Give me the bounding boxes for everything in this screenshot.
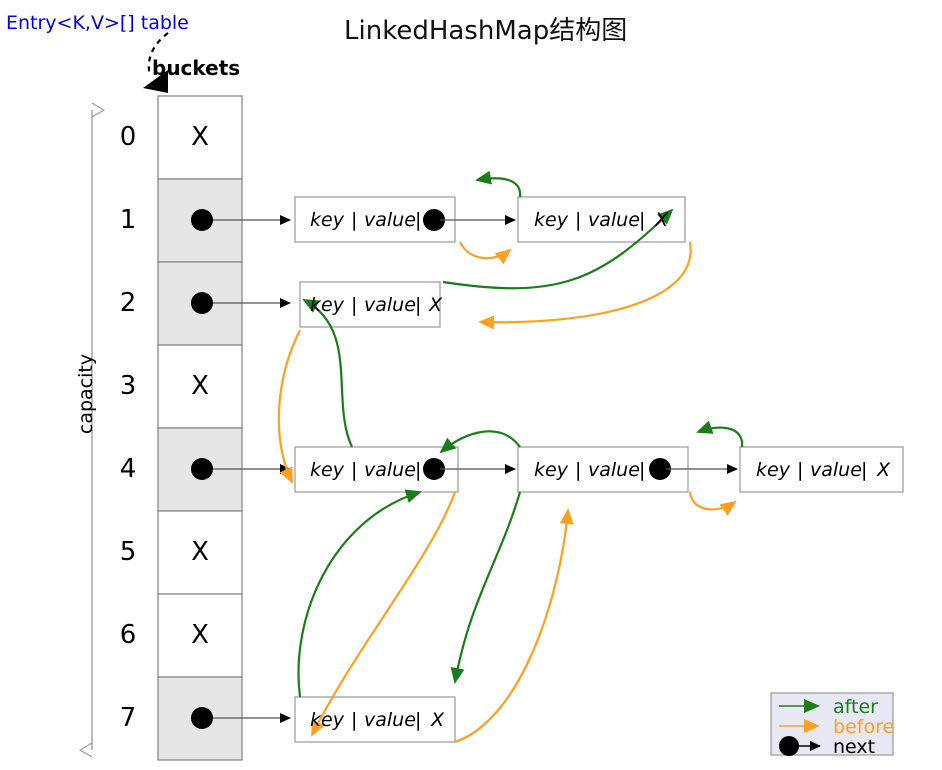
bucket-cell-5-mark[interactable]: X (191, 537, 209, 567)
entry-r4e3-sep2: | (861, 459, 868, 481)
entry-r2e1-next: X (429, 294, 443, 316)
bucket-index-1: 1 (119, 205, 137, 235)
bucket-next-links (213, 215, 291, 723)
legend-label-after: after (833, 696, 878, 718)
entry-r4e2-sep1: | (575, 459, 582, 481)
entry-r4e1-sep1: | (351, 459, 358, 481)
entry-r1e2-next: X (655, 209, 669, 231)
legend-box (770, 692, 894, 756)
table-label-pointer (143, 32, 169, 93)
entry-r7e1-sep1: | (351, 709, 358, 731)
bucket-index-0: 0 (119, 122, 137, 152)
entry-r1e1-value: value (364, 209, 416, 231)
bucket-index-5: 5 (119, 537, 137, 567)
entry-r2e1-sep2: | (415, 294, 422, 316)
bucket-index-3: 3 (119, 371, 137, 401)
entry-r1e1-sep2: | (415, 209, 422, 231)
entry-r2e1-sep1: | (351, 294, 358, 316)
legend-label-before: before (833, 716, 895, 738)
entry-r4e2-key: key (534, 459, 568, 481)
after-links (297, 170, 744, 698)
entry-r4e2-sep2: | (639, 459, 646, 481)
legend-label-next: next (833, 736, 876, 758)
entry-r1e2-sep1: | (575, 209, 582, 231)
bucket-index-6: 6 (119, 620, 137, 650)
entry-r1e2-sep2: | (639, 209, 646, 231)
entry-r4e3-value: value (810, 459, 862, 481)
bucket-pointer-dots (191, 209, 213, 729)
bucket-index-7: 7 (119, 703, 137, 733)
entry-r1e1-sep1: | (351, 209, 358, 231)
entry-r2e1-key: key (310, 294, 344, 316)
entry-r4e3-next: X (877, 459, 891, 481)
bucket-cell-6-mark[interactable]: X (191, 620, 209, 650)
entry-r4e1-sep2: | (415, 459, 422, 481)
entry-r7e1-value: value (364, 709, 416, 731)
before-links (277, 241, 737, 744)
entry-r4e3-key: key (756, 459, 790, 481)
bucket-cell-3-mark[interactable]: X (191, 371, 209, 401)
entry-r4e1-value: value (364, 459, 416, 481)
bucket-cell-0-mark[interactable]: X (191, 122, 209, 152)
bucket-array (157, 95, 243, 761)
entry-r4e3-sep1: | (797, 459, 804, 481)
entry-r4e2-value: value (588, 459, 640, 481)
entry-r7e1-key: key (310, 709, 344, 731)
bucket-index-2: 2 (119, 288, 137, 318)
entry-r1e2-value: value (588, 209, 640, 231)
entry-next-links (423, 209, 738, 480)
entry-r4e1-key: key (310, 459, 344, 481)
entry-r7e1-next: X (431, 709, 445, 731)
entry-r1e2-key: key (534, 209, 568, 231)
entry-r7e1-sep2: | (415, 709, 422, 731)
entry-r1e1-key: key (310, 209, 344, 231)
entry-r2e1-value: value (364, 294, 416, 316)
bucket-index-4: 4 (119, 454, 137, 484)
